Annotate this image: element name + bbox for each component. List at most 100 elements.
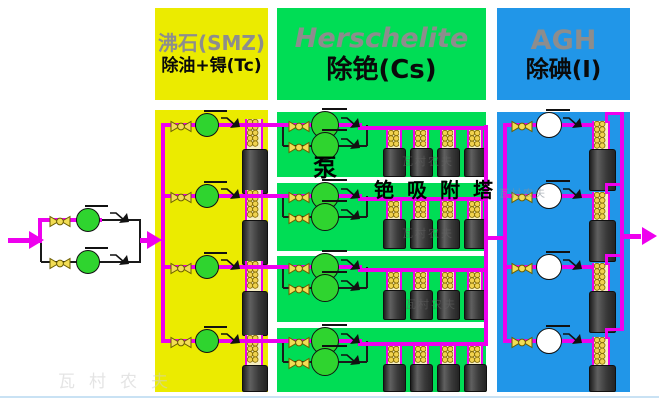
resin-column-icon (592, 120, 610, 149)
check-valve-icon (109, 251, 131, 265)
check-valve-icon (340, 114, 362, 128)
valve-icon (170, 260, 192, 275)
valve-icon (288, 210, 310, 225)
check-valve-icon (220, 330, 242, 344)
pump-icon (311, 348, 339, 376)
resin-column-icon (413, 129, 429, 148)
pipe (42, 218, 102, 222)
line (282, 341, 284, 362)
flow-arrow-icon (29, 231, 44, 249)
tower-icon (383, 364, 406, 392)
pipe (605, 111, 624, 115)
pump-icon (536, 328, 562, 354)
pump-icon (195, 184, 219, 208)
tower-icon (589, 291, 616, 333)
resin-column-icon (467, 271, 483, 290)
check-valve-icon (340, 185, 362, 199)
check-valve-icon (562, 185, 584, 199)
resin-column-icon (440, 200, 456, 219)
valve-icon (170, 334, 192, 349)
train-pipe (163, 265, 362, 269)
pump-icon (311, 132, 339, 160)
tower-icon (242, 149, 268, 194)
outlet-pipe (624, 233, 641, 239)
pump-outlet-line (204, 110, 227, 113)
agh-distributor-pipe (503, 123, 507, 343)
tower-icon (464, 364, 487, 392)
zeolite-section-title: 除油+锝(Tc) (161, 56, 262, 76)
pump-outlet-line (322, 108, 347, 111)
resin-column-icon (386, 345, 402, 364)
flow-arrow-icon (642, 227, 657, 245)
valve-icon (288, 139, 310, 154)
pipe (605, 327, 624, 331)
check-valve-icon (340, 206, 362, 220)
tower-icon (242, 291, 268, 336)
pump-label: 泵 (313, 154, 337, 182)
valve-icon (288, 281, 310, 296)
resin-column-icon (386, 129, 402, 148)
pump-icon (536, 254, 562, 280)
herschelite-section-subtitle: Herschelite (294, 23, 469, 54)
tower-bank-pipe (358, 197, 486, 201)
tower-icon (437, 148, 460, 177)
resin-column-icon (440, 129, 456, 148)
pump-outlet-line (322, 250, 347, 253)
valve-icon (170, 189, 192, 204)
zeolite-section-subtitle: 沸石(SMZ) (157, 31, 266, 55)
pump-outlet-line (546, 325, 570, 328)
tower-icon (242, 365, 268, 392)
resin-column-icon (467, 200, 483, 219)
check-valve-icon (562, 114, 584, 128)
valve-icon (511, 118, 533, 133)
valve-icon (49, 255, 71, 270)
check-valve-icon (220, 114, 242, 128)
resin-column-icon (386, 200, 402, 219)
watermark: 瓦村农夫 (499, 189, 547, 200)
transfer-pipe (484, 236, 505, 240)
tower-icon (410, 219, 433, 249)
agh-section-subtitle: AGH (530, 24, 597, 56)
agh-collector-pipe (620, 113, 624, 331)
pipe (604, 255, 608, 265)
agh-section-header: AGH 除碘(I) (497, 8, 630, 100)
resin-column-icon (413, 271, 429, 290)
pump-icon (311, 274, 339, 302)
pump-outlet-line (322, 129, 347, 132)
tower-bank-pipe (358, 342, 486, 346)
pump-outlet-line (322, 179, 347, 182)
check-valve-icon (220, 185, 242, 199)
train-pipe (163, 339, 362, 343)
pump-outlet-line (322, 271, 347, 274)
pipe (604, 113, 608, 123)
valve-icon (288, 355, 310, 370)
pump-outlet-line (85, 205, 108, 208)
watermark: 瓦村农夫 (402, 155, 454, 168)
pump-outlet-line (322, 200, 347, 203)
tower-icon (437, 290, 460, 320)
valve-icon (288, 118, 310, 133)
pipe (605, 253, 624, 257)
tower-icon (383, 148, 406, 177)
pipe (38, 218, 42, 243)
tower-icon (242, 220, 268, 265)
valve-icon (49, 213, 71, 228)
tower-bank-pipe (358, 126, 486, 130)
pump-icon (76, 250, 100, 274)
pipe (604, 329, 608, 339)
check-valve-icon (340, 277, 362, 291)
pipe (140, 237, 148, 243)
resin-column-icon (386, 271, 402, 290)
resin-column-icon (592, 262, 610, 291)
pump-outlet-line (85, 247, 108, 250)
line (366, 125, 368, 146)
pump-outlet-line (204, 326, 227, 329)
line (139, 220, 141, 262)
zeolite-distributor-pipe (161, 123, 165, 343)
tower-icon (410, 290, 433, 320)
watermark: 瓦村农夫 (405, 298, 457, 311)
resin-column-icon (440, 345, 456, 364)
valve-icon (288, 189, 310, 204)
check-valve-icon (109, 209, 131, 223)
valve-icon (288, 260, 310, 275)
